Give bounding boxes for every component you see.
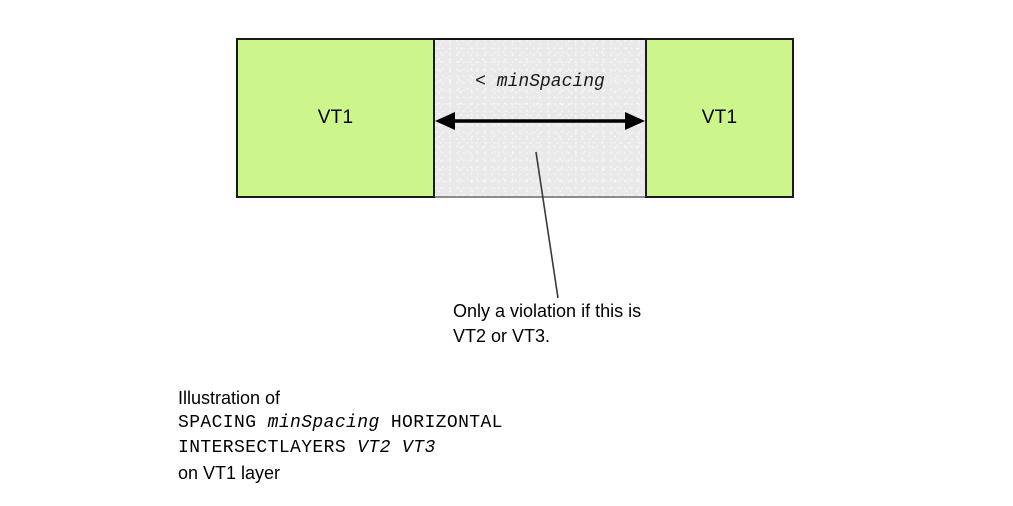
caption-keyword-intersectlayers: INTERSECTLAYERS <box>178 438 347 458</box>
left-vt1-label: VT1 <box>317 107 354 128</box>
caption-param-vt3: VT3 <box>402 438 436 458</box>
left-vt1-rectangle: VT1 <box>236 38 435 198</box>
caption-line-spacing-rule: SPACING minSpacing HORIZONTAL <box>178 411 503 436</box>
caption-line-intersectlayers: INTERSECTLAYERS VT2 VT3 <box>178 436 503 461</box>
double-headed-arrow <box>435 112 645 130</box>
violation-note-line-2: VT2 or VT3. <box>453 326 551 346</box>
spacing-gap-region <box>435 38 645 198</box>
caption-block: Illustration of SPACING minSpacing HORIZ… <box>178 386 503 486</box>
leader-line <box>535 151 559 299</box>
caption-keyword-spacing: SPACING <box>178 413 257 433</box>
min-spacing-label: < minSpacing <box>435 72 645 92</box>
caption-line-on-vt1-layer: on VT1 layer <box>178 463 281 483</box>
violation-note-line-1: Only a violation if this is <box>453 301 642 321</box>
right-vt1-label: VT1 <box>701 107 738 128</box>
violation-note: Only a violation if this is VT2 or VT3. <box>453 299 641 349</box>
min-spacing-parameter: minSpacing <box>496 72 605 92</box>
less-than-operator: < <box>475 72 486 92</box>
caption-line-illustration-of: Illustration of <box>178 388 281 408</box>
caption-param-minspacing: minSpacing <box>267 413 380 433</box>
caption-param-vt2: VT2 <box>357 438 391 458</box>
right-vt1-rectangle: VT1 <box>645 38 794 198</box>
caption-keyword-horizontal: HORIZONTAL <box>390 413 503 433</box>
